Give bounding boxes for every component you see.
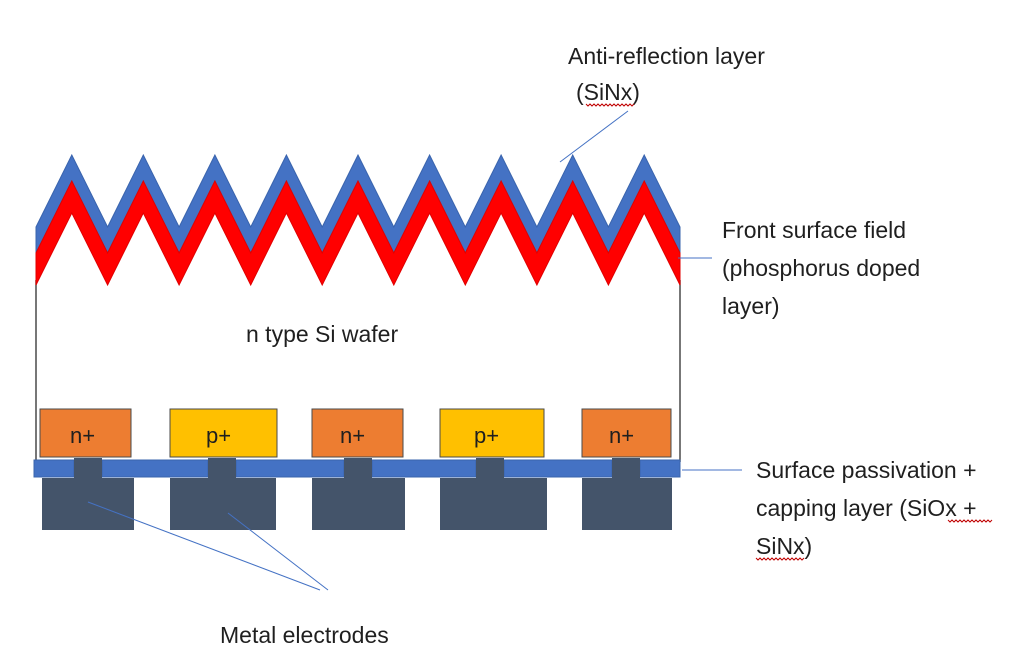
passivation-label-line3: SiNx) [756, 533, 812, 559]
passivation-segment-2 [101, 459, 209, 478]
region-label-5: n+ [609, 423, 634, 448]
passivation-segment-3 [235, 459, 345, 478]
n-plus-region-2 [311, 408, 404, 458]
metal-electrodes [42, 478, 672, 530]
arc-leader-line [559, 110, 629, 163]
region-label-4: p+ [474, 423, 499, 448]
fsf-label-line2: (phosphorus doped [722, 255, 920, 281]
contact-via-2 [208, 458, 236, 478]
spellcheck-underline-arc [585, 103, 635, 107]
leader-lines [87, 110, 742, 591]
doped-regions: n+ p+ n+ p+ n+ [39, 408, 672, 458]
spellcheck-underline-sinx [755, 557, 805, 561]
anti-reflection-label-line1: Anti-reflection layer [568, 43, 765, 69]
passivation-segment-1 [33, 459, 75, 478]
region-label-2: p+ [206, 423, 231, 448]
metal-electrode-2 [170, 478, 276, 530]
anti-reflection-label-line2: (SiNx) [576, 79, 640, 105]
n-plus-region-1 [39, 408, 132, 458]
fsf-label-line1: Front surface field [722, 217, 906, 243]
metal-leader-line-1 [87, 501, 321, 591]
spellcheck-underlines [585, 103, 993, 561]
passivation-segment-5 [503, 459, 613, 478]
metal-electrode-1 [42, 478, 134, 530]
textured-front-surface [35, 153, 681, 287]
contact-via-5 [612, 458, 640, 478]
p-plus-region-2 [439, 408, 545, 458]
metal-electrodes-label: Metal electrodes [220, 622, 389, 648]
contact-via-1 [74, 458, 102, 478]
passivation-label-line2: capping layer (SiOx + [756, 495, 977, 521]
n-plus-region-3 [581, 408, 672, 458]
passivation-segment-4 [371, 459, 477, 478]
fsf-label-line3: layer) [722, 293, 780, 319]
spellcheck-underline-siox [947, 519, 993, 523]
passivation-segment-6 [639, 459, 681, 478]
metal-electrode-5 [582, 478, 672, 530]
metal-leader-line-2 [227, 512, 329, 591]
metal-electrode-4 [440, 478, 547, 530]
metal-electrode-3 [312, 478, 405, 530]
wafer-label: n type Si wafer [246, 321, 398, 347]
contact-via-3 [344, 458, 372, 478]
contact-openings [74, 458, 640, 478]
region-label-3: n+ [340, 423, 365, 448]
p-plus-region-1 [169, 408, 278, 458]
region-label-1: n+ [70, 423, 95, 448]
front-surface-field-layer [35, 179, 681, 287]
contact-via-4 [476, 458, 504, 478]
passivation-label-line1: Surface passivation + [756, 457, 977, 483]
